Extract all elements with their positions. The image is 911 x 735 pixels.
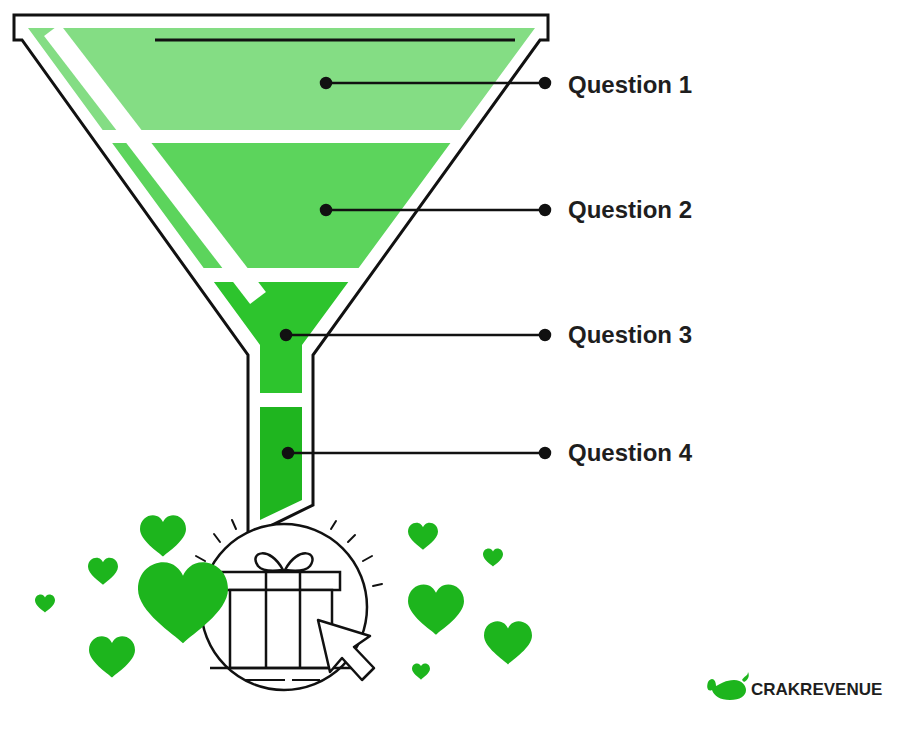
callout-label: Question 4 (568, 439, 692, 467)
logo-text: CRAKREVENUE (751, 680, 882, 700)
hearts (35, 515, 532, 680)
band-2 (0, 143, 600, 268)
logo-icon (707, 672, 749, 700)
callout-label: Question 3 (568, 321, 692, 349)
callout-label: Question 1 (568, 71, 692, 99)
rim-line (155, 39, 515, 42)
band-4 (0, 407, 600, 537)
highlight-stripe (52, 30, 258, 298)
callout-label: Question 2 (568, 196, 692, 224)
leader-lines (281, 78, 550, 458)
funnel-bands (0, 20, 600, 537)
band-3 (0, 282, 600, 393)
